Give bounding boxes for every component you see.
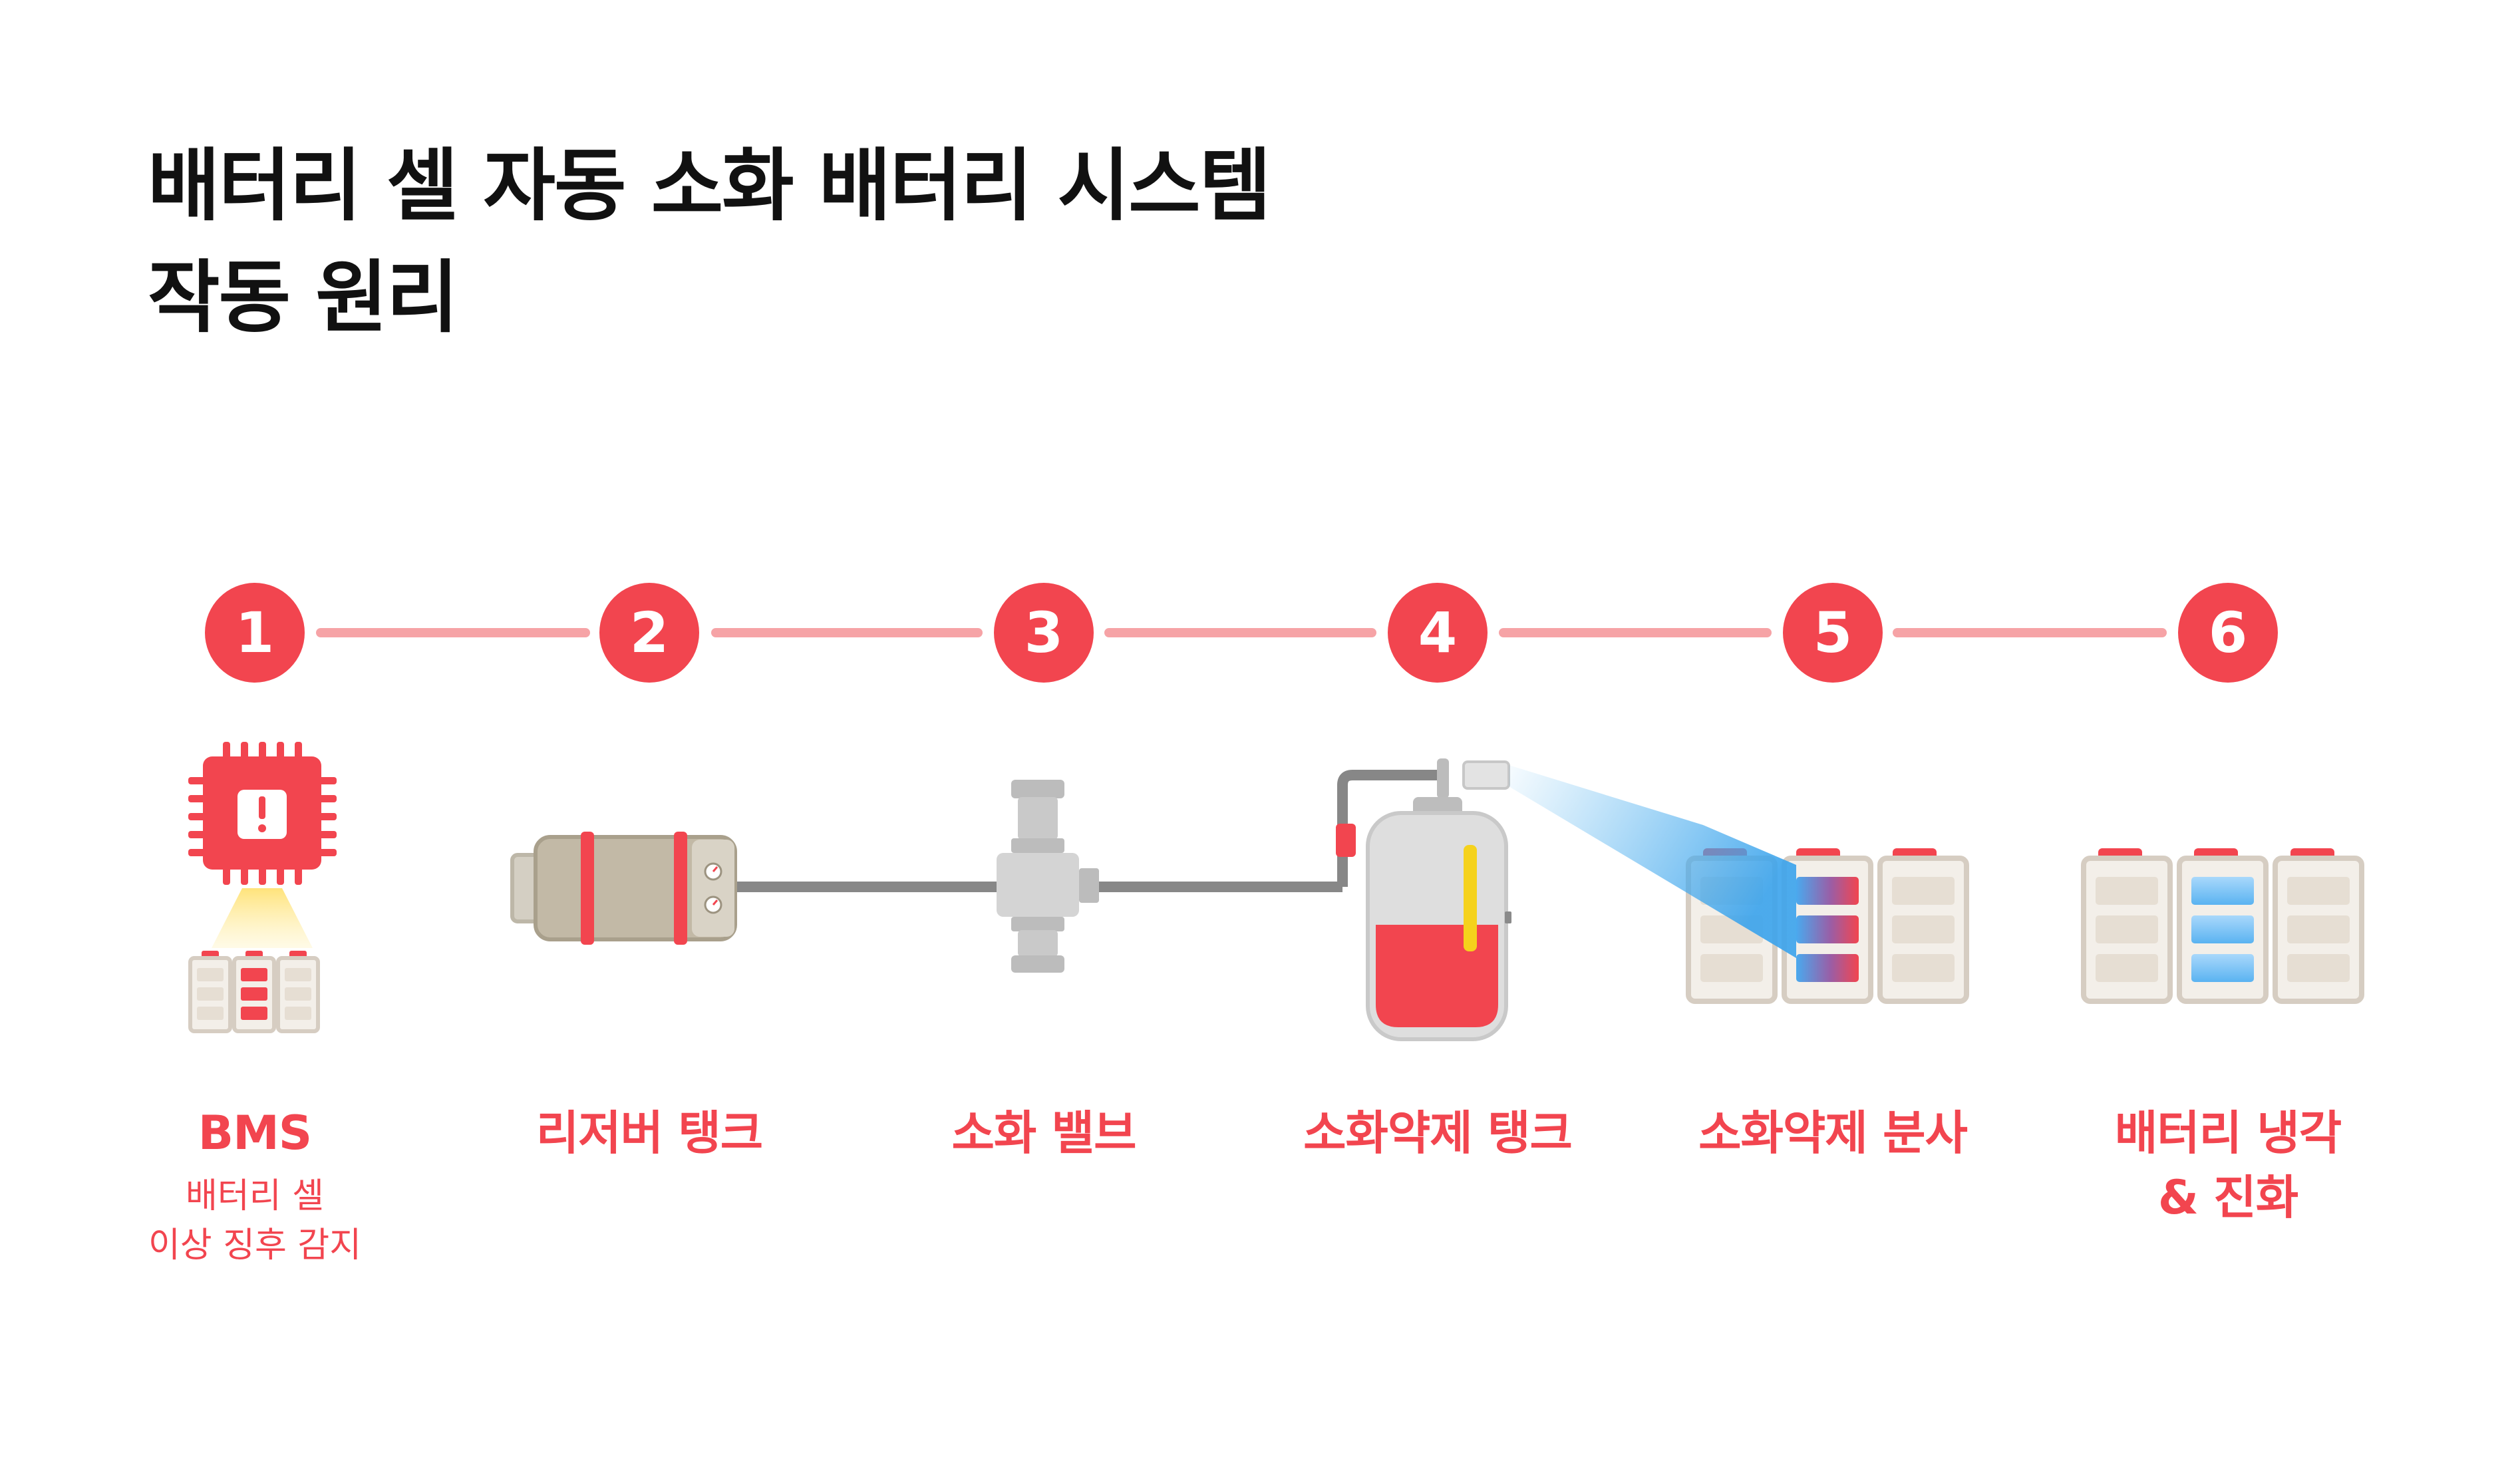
reservoir-tank-icon (510, 832, 998, 945)
step-3-label-line-1: 소화 밸브 (951, 1106, 1137, 1160)
step-3-number-badge: 3 (994, 583, 1094, 683)
title-line-2: 작동 원리 (148, 251, 458, 343)
step-2-label: 리저버 탱크 (450, 1101, 849, 1166)
step-3-label: 소화 밸브 (844, 1101, 1243, 1166)
step-1-number: 1 (236, 600, 274, 665)
extinguishing-agent-tank-icon (1336, 758, 1511, 1041)
step-1-number-badge: 1 (205, 583, 305, 683)
title-line-1: 배터리 셀 자동 소화 배터리 시스템 (148, 140, 1271, 232)
step-3-number: 3 (1024, 600, 1063, 665)
agent-spray-icon (1509, 765, 1969, 1004)
step-5-label: 소화약제 분사 (1633, 1101, 2032, 1166)
step-4-number: 4 (1418, 600, 1457, 665)
battery-cooling-icon (2081, 848, 2364, 1004)
page-title: 배터리 셀 자동 소화 배터리 시스템 작동 원리 (148, 130, 1271, 353)
step-5-label-line-1: 소화약제 분사 (1698, 1106, 1968, 1160)
step-2-number: 2 (630, 600, 669, 665)
step-5-number-badge: 5 (1783, 583, 1883, 683)
battery-cells-small (188, 951, 320, 1033)
step-6-label-line-1: 배터리 냉각 (2114, 1106, 2342, 1160)
step-1-label-line-1: BMS (198, 1106, 312, 1160)
valve-icon (997, 780, 1342, 973)
step-6-number-badge: 6 (2178, 583, 2278, 683)
step-6-label: 배터리 냉각 & 진화 (2028, 1101, 2428, 1229)
step-1-description: 배터리 셀 이상 징후 감지 (55, 1172, 454, 1271)
step-1-description-line-1: 배터리 셀 (186, 1176, 324, 1216)
step-1-label: BMS (55, 1101, 454, 1166)
step-number-circles: 1 2 3 4 5 6 (205, 583, 2278, 683)
step-4-label: 소화약제 탱크 (1238, 1101, 1637, 1166)
step-6-number: 6 (2209, 600, 2247, 665)
step-4-number-badge: 4 (1388, 583, 1488, 683)
bms-chip-alert-icon (188, 742, 337, 948)
step-6-label-line-2: & 진화 (2157, 1170, 2298, 1225)
step-2-number-badge: 2 (599, 583, 699, 683)
step-2-label-line-1: 리저버 탱크 (536, 1106, 763, 1160)
step-5-number: 5 (1813, 600, 1852, 665)
spray-cone (1509, 765, 1796, 958)
step-1-description-line-2: 이상 징후 감지 (148, 1225, 362, 1265)
step-4-label-line-1: 소화약제 탱크 (1303, 1106, 1573, 1160)
